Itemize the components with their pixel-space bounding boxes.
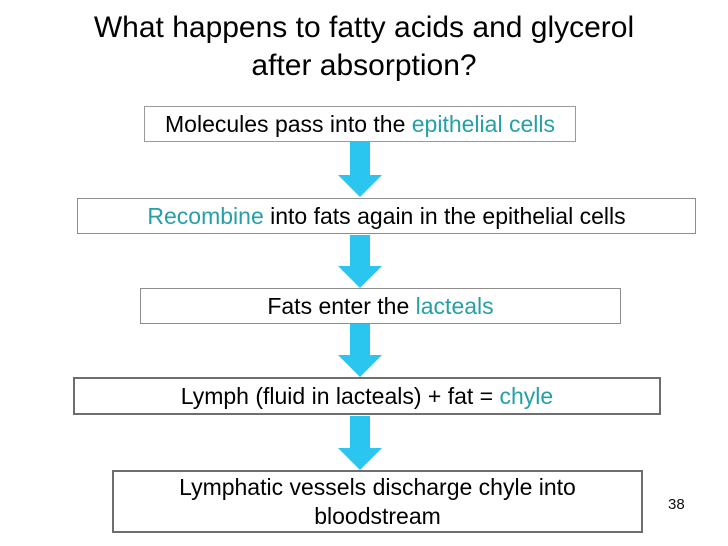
flow-box-text: Lymph (fluid in lacteals) + fat = chyle: [181, 383, 553, 410]
arrow-down-icon: [338, 235, 382, 288]
flow-box-text: Lymphatic vessels discharge chyle into b…: [144, 473, 611, 531]
arrow-down-icon: [338, 142, 382, 197]
flow-box-text: Molecules pass into the epithelial cells: [165, 111, 555, 138]
text-segment-highlight: epithelial cells: [411, 110, 555, 137]
flow-box-lacteals: Fats enter the lacteals: [140, 288, 621, 324]
slide-page-number: 38: [668, 496, 685, 513]
text-segment: Fats enter the: [267, 292, 416, 319]
flow-box-epithelial-cells: Molecules pass into the epithelial cells: [144, 106, 576, 142]
text-segment: Lymphatic vessels discharge chyle into b…: [179, 473, 583, 529]
arrow-down-icon: [338, 416, 382, 470]
arrow-stem: [350, 235, 370, 266]
flow-box-bloodstream: Lymphatic vessels discharge chyle into b…: [112, 470, 643, 533]
arrow-stem: [350, 142, 370, 175]
slide-title-line-1: What happens to fatty acids and glycerol: [93, 11, 635, 44]
flow-box-recombine: Recombine into fats again in the epithel…: [77, 198, 696, 234]
arrow-head: [338, 448, 382, 470]
flow-box-text: Fats enter the lacteals: [267, 293, 493, 320]
flow-box-text: Recombine into fats again in the epithel…: [147, 203, 625, 230]
text-segment-highlight: lacteals: [415, 292, 494, 319]
flow-box-chyle: Lymph (fluid in lacteals) + fat = chyle: [73, 377, 661, 415]
text-segment-highlight: Recombine: [147, 202, 264, 229]
text-segment: Lymph (fluid in lacteals) + fat =: [180, 382, 500, 409]
slide-title-line-2: after absorption?: [251, 49, 477, 82]
text-segment: into fats again in the epithelial cells: [263, 202, 626, 229]
arrow-stem: [350, 324, 370, 355]
arrow-down-icon: [338, 324, 382, 377]
arrow-head: [338, 266, 382, 288]
text-segment: Molecules pass into the: [165, 110, 412, 137]
arrow-head: [338, 355, 382, 377]
slide-title: What happens to fatty acids and glycerol…: [0, 9, 728, 85]
arrow-head: [338, 175, 382, 197]
text-segment-highlight: chyle: [499, 382, 554, 409]
arrow-stem: [350, 416, 370, 448]
